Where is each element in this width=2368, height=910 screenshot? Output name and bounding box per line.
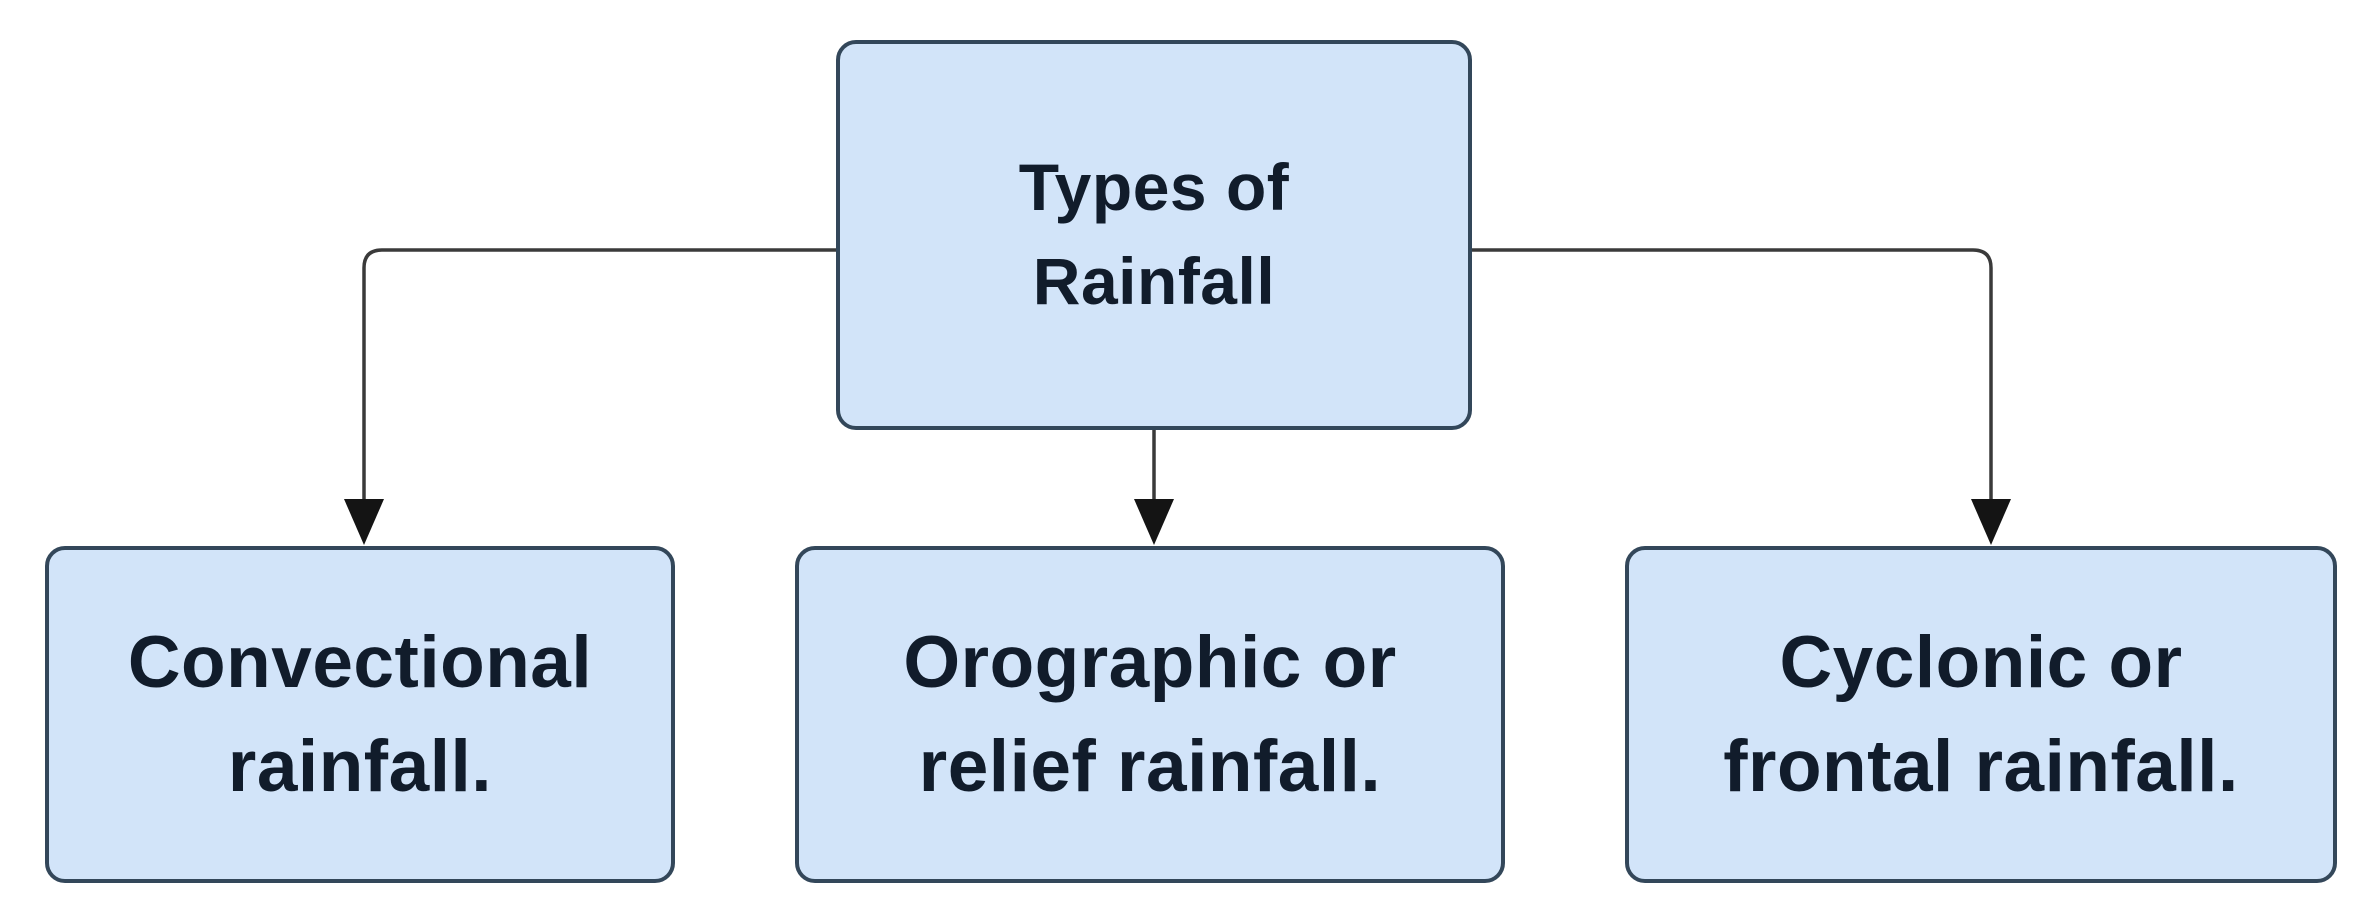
connector-left: [362, 248, 836, 500]
connector-right: [1472, 248, 1993, 500]
node-label-line: relief rainfall.: [918, 725, 1382, 807]
node-label-line: Convectional: [127, 621, 593, 703]
node-label-line: Cyclonic or: [1779, 621, 2183, 703]
node-label-line: Orographic or: [903, 621, 1397, 703]
node-convectional-rainfall: Convectional rainfall.: [45, 546, 675, 883]
node-cyclonic-rainfall: Cyclonic or frontal rainfall.: [1625, 546, 2337, 883]
node-label-line: Rainfall: [1032, 244, 1276, 318]
arrowhead-down-icon: [1971, 499, 2011, 545]
node-orographic-rainfall: Orographic or relief rainfall.: [795, 546, 1505, 883]
node-label-line: Types of: [1018, 150, 1290, 225]
node-label-line: rainfall.: [227, 725, 493, 807]
arrowhead-down-icon: [1134, 499, 1174, 545]
node-label-line: frontal rainfall.: [1723, 725, 2239, 807]
arrowhead-down-icon: [344, 499, 384, 545]
node-types-of-rainfall: Types of Rainfall: [836, 40, 1472, 430]
